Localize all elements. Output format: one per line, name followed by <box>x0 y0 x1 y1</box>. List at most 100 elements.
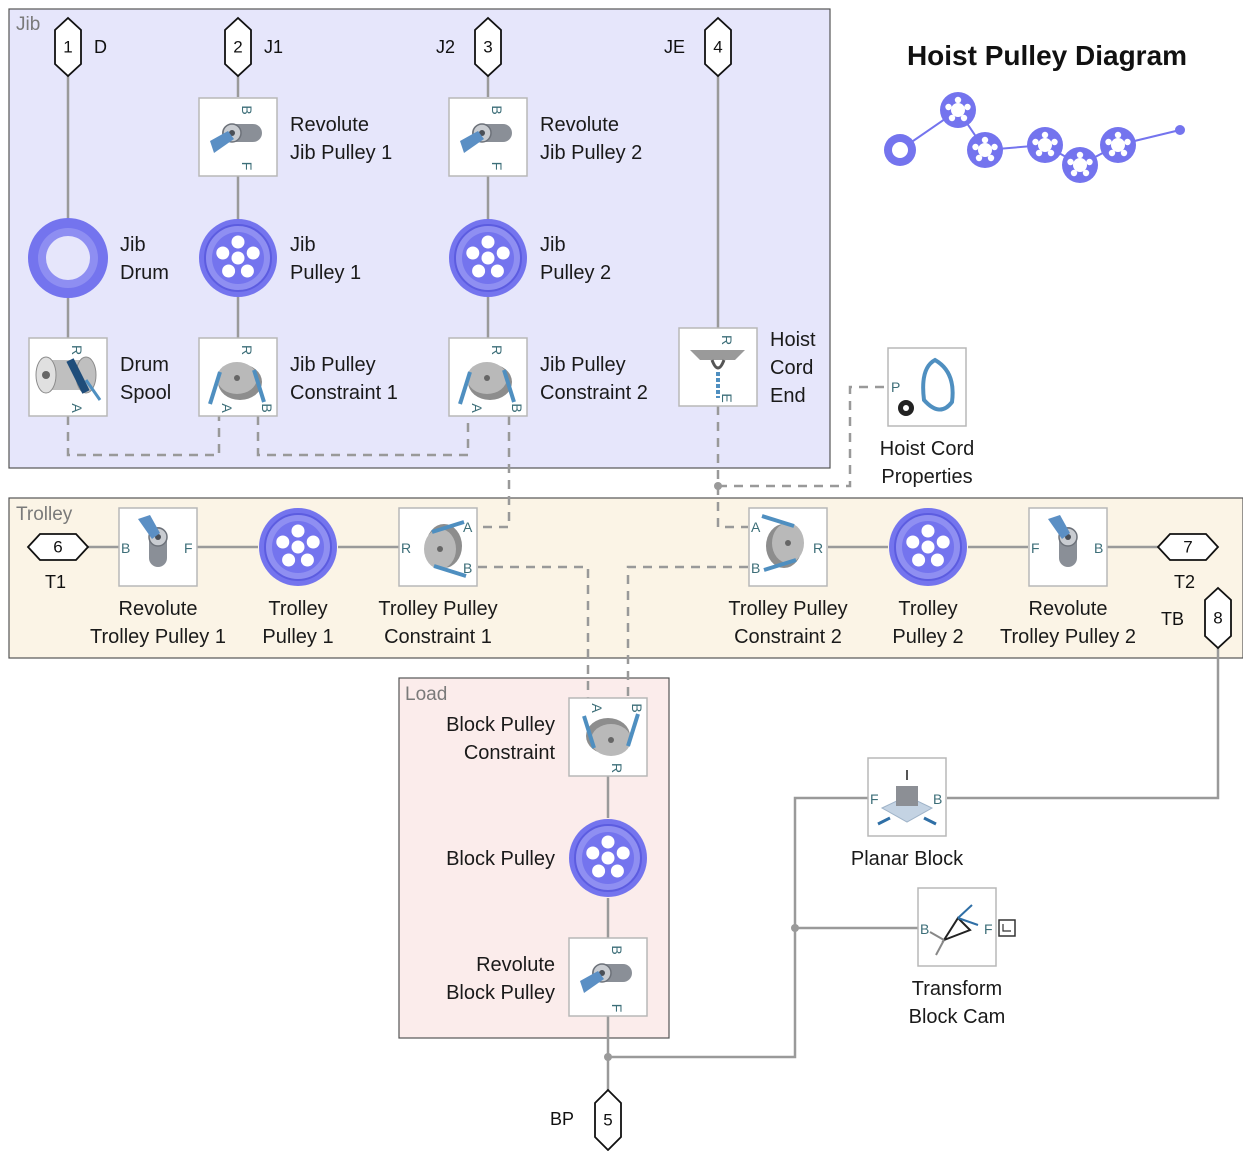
cord-connections <box>66 385 888 698</box>
revolute-jib-pulley-1-block[interactable]: B F <box>198 97 278 177</box>
revolute-block-pulley-label-2: Block Pulley <box>446 982 555 1004</box>
revolute-block-pulley-block[interactable]: B F <box>568 937 648 1017</box>
port-7-label: T2 <box>1174 572 1195 592</box>
port-pin-label: R <box>239 345 255 355</box>
port-2[interactable]: 2 J1 <box>224 16 283 78</box>
trolley-pulley-2-label-1: Trolley <box>898 598 957 620</box>
hoist-cord-end-label-3: End <box>770 385 806 407</box>
port-pin-label: B <box>509 403 525 412</box>
hoist-cord-end-block[interactable]: R E <box>678 327 758 407</box>
jib-pulley-constraint-2-block[interactable]: R A B <box>448 337 528 417</box>
frame-port-icon <box>998 919 1016 937</box>
port-6-label: T1 <box>45 572 66 592</box>
port-pin-label: F <box>489 162 505 171</box>
jib-pulley-constraint-1-label-1: Jib Pulley <box>290 354 376 376</box>
trolley-pulley-2-block[interactable] <box>888 507 968 587</box>
port-pin-label: B <box>1094 540 1103 556</box>
port-pin-label: P <box>891 379 900 395</box>
trolley-pulley-constraint-2-label-2: Constraint 2 <box>734 626 842 648</box>
port-5[interactable]: 5 BP <box>550 1088 622 1151</box>
revolute-jib-pulley-2-label-1: Revolute <box>540 114 619 136</box>
drum-spool-block[interactable]: R A <box>28 337 108 417</box>
port-3-label: J2 <box>436 37 455 57</box>
block-pulley-label: Block Pulley <box>446 848 555 870</box>
hoist-pulley-thumbnail-icon <box>884 92 1185 183</box>
block-pulley-constraint-label-2: Constraint <box>464 742 556 764</box>
port-number: 5 <box>603 1111 612 1130</box>
diagram-title: Hoist Pulley Diagram <box>907 40 1187 71</box>
port-pin-label: B <box>239 105 255 114</box>
trolley-pulley-constraint-2-label-1: Trolley Pulley <box>728 598 847 620</box>
port-8[interactable]: 8 TB <box>1161 586 1232 650</box>
trolley-area-title: Trolley <box>16 504 73 525</box>
port-number: 6 <box>53 538 62 557</box>
hoist-cord-end-label-2: Cord <box>770 357 813 379</box>
port-4[interactable]: 4 JE <box>664 16 732 78</box>
block-pulley-block[interactable] <box>568 818 648 898</box>
solid-connections <box>66 72 1220 1090</box>
jib-pulley-constraint-2-label-1: Jib Pulley <box>540 354 626 376</box>
pulley-icon <box>568 818 648 898</box>
revolute-trolley-pulley-2-label-2: Trolley Pulley 2 <box>1000 626 1136 648</box>
port-pin-label: F <box>239 162 255 171</box>
revolute-trolley-pulley-2-label-1: Revolute <box>1029 598 1108 620</box>
jib-pulley-constraint-1-block[interactable]: R A B <box>198 337 278 417</box>
jib-drum-label-1: Jib <box>120 234 146 256</box>
transform-block-cam-label-2: Block Cam <box>909 1006 1006 1028</box>
port-pin-label: R <box>401 540 411 556</box>
hoist-cord-properties-label-2: Properties <box>881 466 972 488</box>
revolute-jib-pulley-1-label-2: Jib Pulley 1 <box>290 142 392 164</box>
port-pin-label: F <box>1031 540 1040 556</box>
rigid-transform-icon <box>929 904 979 956</box>
hoist-cord-end-label-1: Hoist <box>770 329 816 351</box>
cord-end-icon <box>690 350 745 398</box>
trolley-pulley-constraint-2-block[interactable]: A B R <box>748 507 828 587</box>
jib-pulley-1-block[interactable] <box>198 218 278 298</box>
trolley-pulley-constraint-1-label-1: Trolley Pulley <box>378 598 497 620</box>
revolute-jib-pulley-2-block[interactable]: B F <box>448 97 528 177</box>
port-pin-label: B <box>751 560 760 576</box>
port-pin-label: B <box>933 791 942 807</box>
spool-icon <box>35 356 102 401</box>
port-6[interactable]: 6 T1 <box>26 533 90 592</box>
pulley-icon <box>198 218 278 298</box>
revolute-jib-pulley-1-label-1: Revolute <box>290 114 369 136</box>
block-pulley-constraint-block[interactable]: A B R <box>568 697 648 777</box>
hoist-cord-properties-block[interactable]: P <box>887 347 967 427</box>
port-pin-label: R <box>719 335 735 345</box>
jib-pulley-2-block[interactable] <box>448 218 528 298</box>
trolley-pulley-1-label-1: Trolley <box>268 598 327 620</box>
port-7[interactable]: 7 T2 <box>1156 533 1220 592</box>
port-pin-label: F <box>184 540 193 556</box>
port-number: 8 <box>1213 609 1222 628</box>
load-area-title: Load <box>405 684 447 705</box>
trolley-pulley-2-label-2: Pulley 2 <box>892 626 963 648</box>
trolley-pulley-constraint-1-block[interactable]: R A B <box>398 507 478 587</box>
port-pin-label: E <box>719 393 735 402</box>
hoist-cord-properties-label-1: Hoist Cord <box>880 438 974 460</box>
port-pin-label: B <box>463 560 472 576</box>
port-pin-label: B <box>121 540 130 556</box>
revolute-trolley-pulley-2-block[interactable]: F B <box>1028 507 1108 587</box>
trolley-pulley-1-label-2: Pulley 1 <box>262 626 333 648</box>
port-pin-label: A <box>463 519 473 535</box>
port-pin-label: B <box>629 703 645 712</box>
pulley-icon <box>448 218 528 298</box>
port-3[interactable]: 3 J2 <box>436 16 502 78</box>
revolute-trolley-pulley-1-label-1: Revolute <box>119 598 198 620</box>
transform-block-cam-block[interactable]: B F <box>917 887 1016 967</box>
planar-joint-icon <box>877 770 937 826</box>
revolute-trolley-pulley-1-label-2: Trolley Pulley 1 <box>90 626 226 648</box>
port-1[interactable]: 1 D <box>54 16 107 78</box>
revolute-trolley-pulley-1-block[interactable]: B F <box>118 507 198 587</box>
port-1-label: D <box>94 37 107 57</box>
trolley-pulley-1-block[interactable] <box>258 507 338 587</box>
jib-drum-block[interactable] <box>28 218 108 298</box>
block-pulley-constraint-label-1: Block Pulley <box>446 714 555 736</box>
planar-block-block[interactable]: F B <box>867 757 947 837</box>
jib-pulley-constraint-2-label-2: Constraint 2 <box>540 382 648 404</box>
port-number: 4 <box>713 38 722 57</box>
port-pin-label: A <box>219 403 235 413</box>
port-number: 3 <box>483 38 492 57</box>
jib-pulley-1-label-2: Pulley 1 <box>290 262 361 284</box>
